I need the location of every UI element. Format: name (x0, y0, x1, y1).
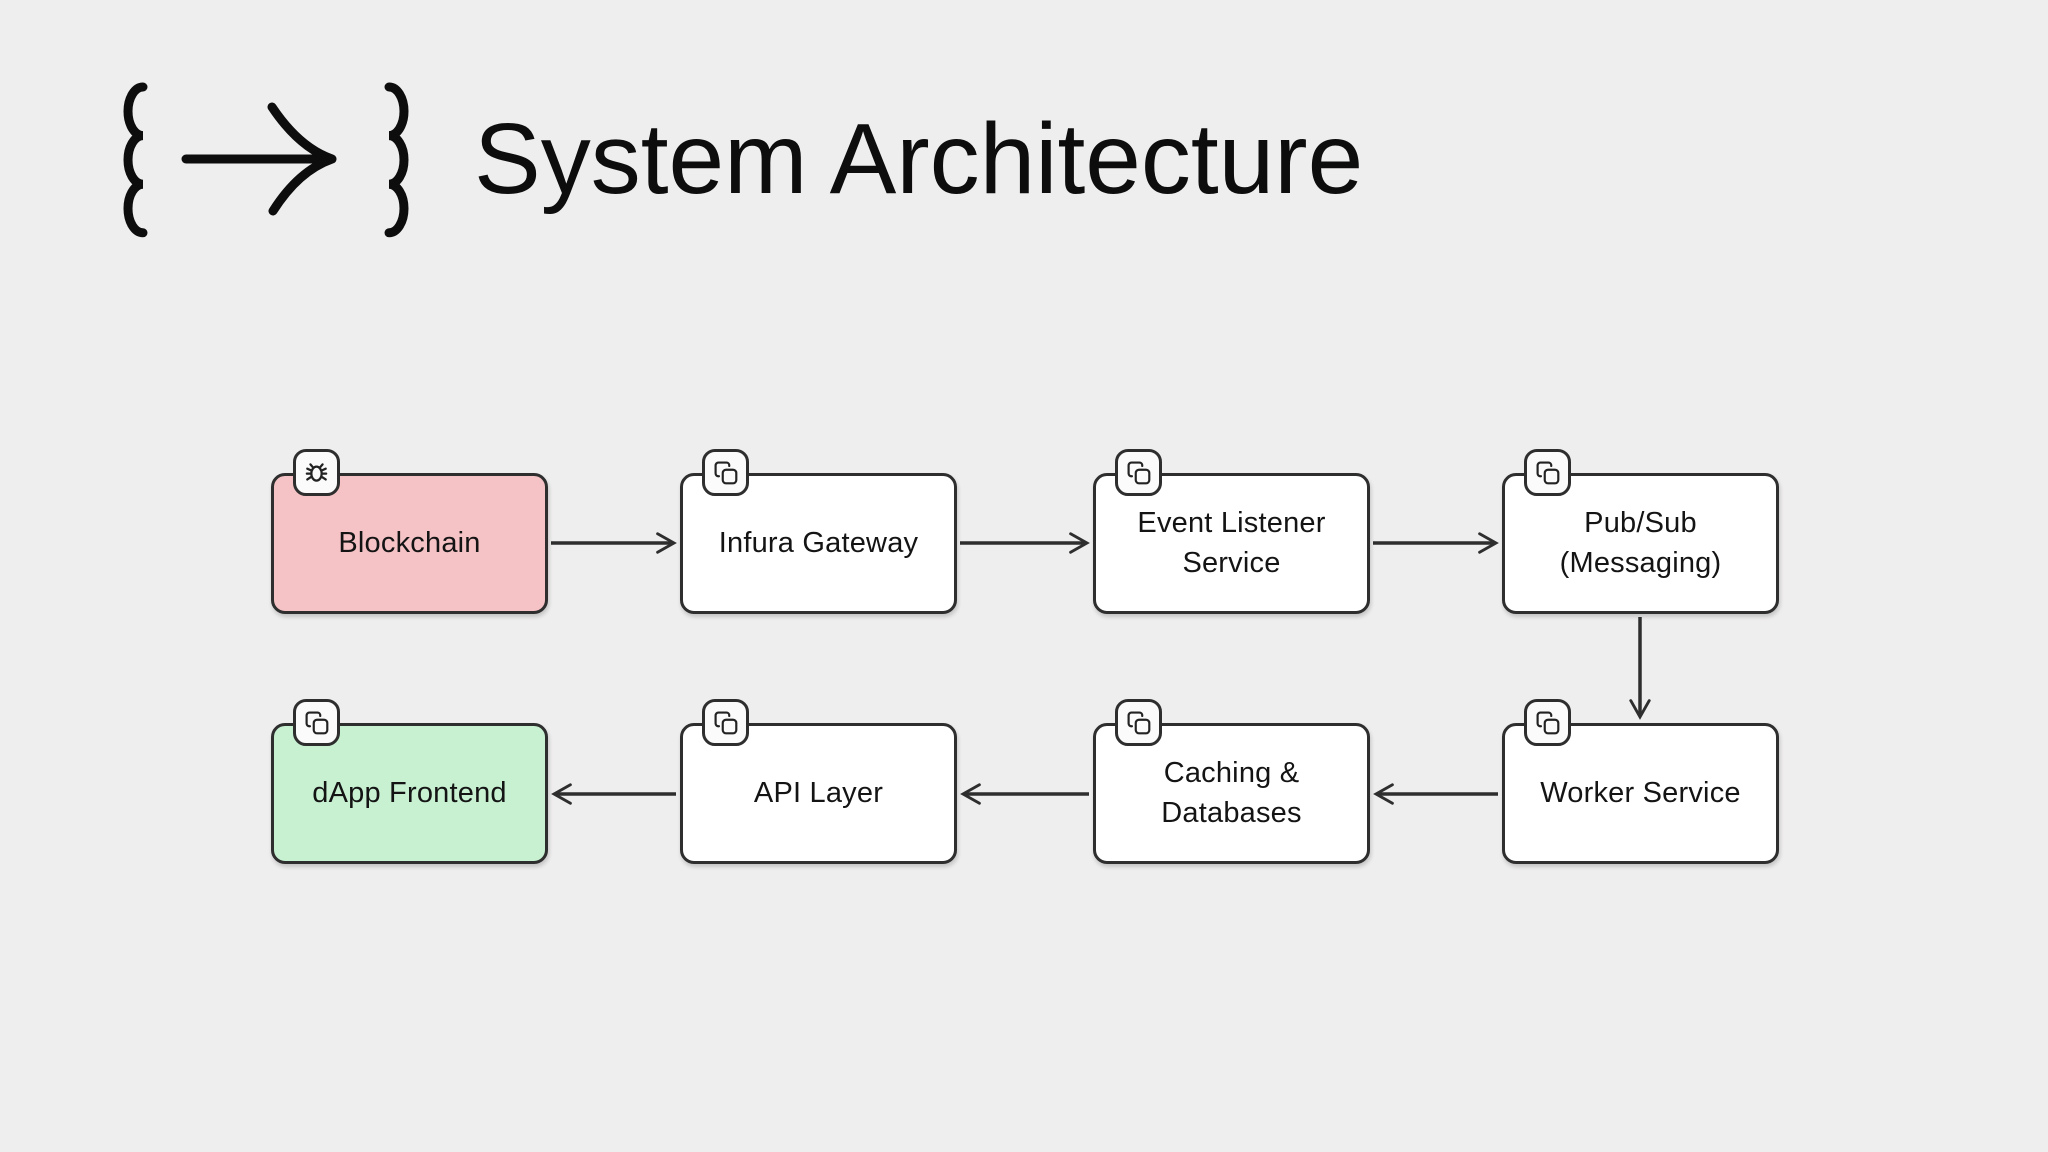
copy-icon (1536, 711, 1559, 734)
node-label: Event Listener Service (1137, 507, 1326, 579)
node-badge (702, 699, 749, 746)
node-badge (1115, 699, 1162, 746)
logo (110, 80, 422, 238)
bug-icon (305, 463, 328, 482)
node-label: Caching & Databases (1161, 757, 1302, 829)
node-badge (1524, 449, 1571, 496)
header: System Architecture (110, 80, 1363, 238)
node-dapp-frontend: dApp Frontend (271, 699, 548, 864)
copy-icon (1127, 461, 1150, 484)
node-badge (293, 449, 340, 496)
arrow-right-icon (181, 102, 337, 216)
node-label: dApp Frontend (312, 776, 507, 809)
node-event-listener-service: Event Listener Service (1093, 449, 1370, 614)
node-label: Infura Gateway (718, 526, 919, 559)
node-caching-databases: Caching & Databases (1093, 699, 1370, 864)
node-badge (702, 449, 749, 496)
node-label: Worker Service (1540, 776, 1741, 809)
node-infura-gateway: Infura Gateway (680, 449, 957, 614)
copy-icon (714, 711, 737, 734)
node-worker-service: Worker Service (1502, 699, 1779, 864)
node-blockchain: Blockchain (271, 449, 548, 614)
node-label: API Layer (753, 776, 884, 809)
copy-icon (714, 461, 737, 484)
curly-brace-left-icon (123, 82, 148, 238)
node-badge (293, 699, 340, 746)
page-title: System Architecture (474, 103, 1364, 215)
node-api-layer: API Layer (680, 699, 957, 864)
curly-brace-right-icon (384, 82, 409, 238)
node-badge (1524, 699, 1571, 746)
node-label: Pub/Sub (Messaging) (1559, 507, 1722, 579)
copy-icon (305, 711, 328, 734)
node-label: Blockchain (338, 526, 481, 559)
copy-icon (1127, 711, 1150, 734)
node-badge (1115, 449, 1162, 496)
node-pub-sub-messaging: Pub/Sub (Messaging) (1502, 449, 1779, 614)
copy-icon (1536, 461, 1559, 484)
